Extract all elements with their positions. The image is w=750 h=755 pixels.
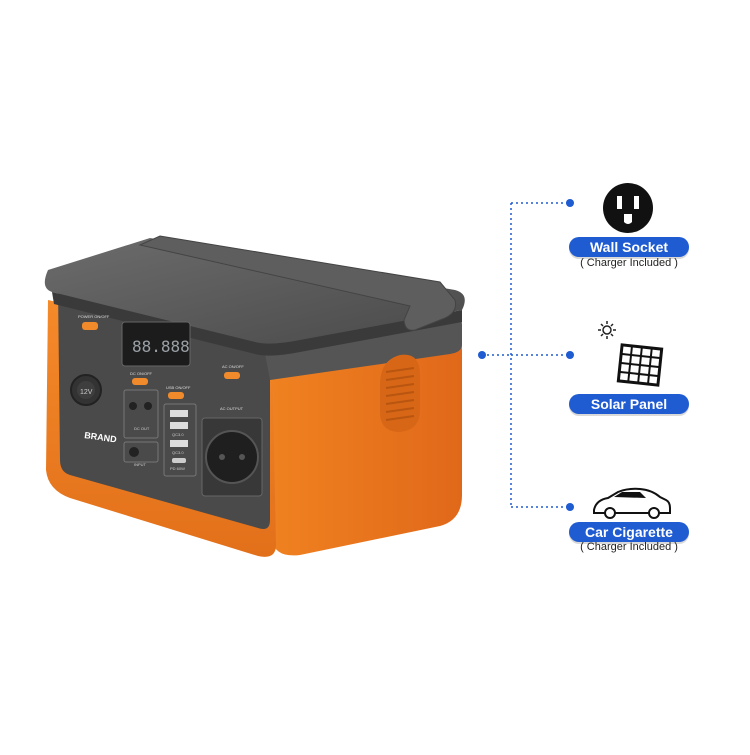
wall-outlet-icon [603, 183, 653, 233]
car-port-label: 12V [80, 389, 93, 396]
usb-button[interactable] [168, 392, 184, 399]
lid [44, 238, 465, 344]
lcd-display [121, 321, 191, 367]
side-vent [380, 354, 420, 432]
usb-port-2-label: QC3.0 [172, 450, 184, 455]
brand-logo: BRAND [84, 430, 118, 444]
solar-panel-icon [598, 321, 664, 387]
typec-label: PD 60W [170, 466, 185, 471]
connector-dot-origin [478, 351, 486, 359]
usb-port-3 [170, 440, 188, 447]
dc-button[interactable] [132, 378, 148, 385]
connector-dot-solar [566, 351, 574, 359]
connector-lines [478, 199, 574, 511]
usb-panel [163, 403, 197, 477]
power-station: POWER ON/OFF 88.888 12V BRAND DC ON/OFF … [44, 235, 465, 557]
usb-port-2 [170, 422, 188, 429]
wall-socket-note: ( Charger Included ) [580, 257, 678, 269]
usb-port-1-label: QC3.0 [172, 432, 184, 437]
handle [138, 235, 456, 331]
connector-dot-car [566, 503, 574, 511]
lid-edge [52, 292, 462, 356]
power-button[interactable] [82, 322, 98, 330]
usb-port-1 [170, 410, 188, 417]
input-panel [123, 441, 159, 463]
dc-out-label: DC OUT [134, 426, 150, 431]
dc-input-label: INPUT [134, 462, 147, 467]
dc-port-2 [144, 402, 152, 410]
car-cigarette-label: Car Cigarette [569, 522, 689, 542]
sun-icon [598, 321, 616, 339]
power-button-label: POWER ON/OFF [78, 314, 110, 319]
dc-port-1 [129, 402, 137, 410]
usb-button-label: USB ON/OFF [166, 385, 191, 390]
typec-port [172, 458, 186, 463]
car-cigarette-note: ( Charger Included ) [580, 541, 678, 553]
lcd-digits: 88.888 [132, 337, 190, 356]
car-icon [593, 487, 671, 519]
ac-socket [205, 430, 259, 484]
wall-socket-label: Wall Socket [569, 237, 689, 257]
ac-button-label: AC ON/OFF [222, 364, 244, 369]
ac-output-label: AC OUTPUT [220, 406, 244, 411]
solar-panel-label: Solar Panel [569, 394, 689, 414]
connector-dot-wall [566, 199, 574, 207]
dc-panel [123, 389, 159, 439]
dc-button-label: DC ON/OFF [130, 371, 153, 376]
ac-button[interactable] [224, 372, 240, 379]
dc-input-port [129, 447, 139, 457]
